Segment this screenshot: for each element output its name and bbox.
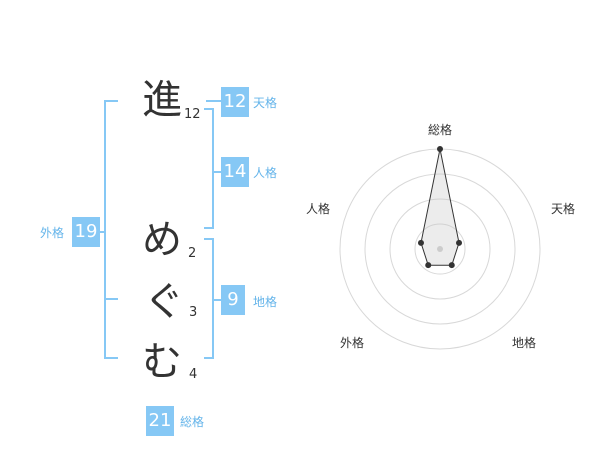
- chikaku-value-box: 9: [221, 285, 245, 315]
- stroke-count-1: 12: [184, 107, 201, 122]
- axis-label-jinkaku: 人格: [306, 201, 330, 216]
- radar-ring: [389, 198, 491, 300]
- name-char-4: む: [142, 339, 182, 385]
- chikaku-bracket-bottom: [204, 357, 214, 359]
- radar-point-3: [425, 262, 432, 269]
- jinkaku-bracket-top: [204, 108, 214, 110]
- gaikaku-bracket-stub: [98, 231, 106, 233]
- chikaku-bracket-top: [204, 238, 214, 240]
- gaikaku-value-box: 19: [72, 217, 100, 247]
- stroke-count-4: 4: [189, 367, 198, 382]
- radar-center-dot: [437, 246, 443, 252]
- radar-ring: [414, 223, 466, 275]
- tenkaku-value-box: 12: [221, 87, 249, 117]
- gaikaku-bracket-mid: [104, 298, 118, 300]
- stroke-count-3: 3: [189, 305, 198, 320]
- tenkaku-connector: [206, 100, 222, 102]
- jinkaku-label: 人格: [253, 166, 278, 180]
- jinkaku-bracket-stub: [212, 171, 222, 173]
- radar-ring: [364, 173, 516, 325]
- stroke-count-2: 2: [188, 246, 197, 261]
- gaikaku-label: 外格: [40, 226, 65, 240]
- radar-area: [420, 148, 460, 266]
- jinkaku-bracket-bottom: [204, 227, 214, 229]
- radar-point-4: [417, 239, 424, 246]
- gaikaku-bracket-bottom: [104, 357, 118, 359]
- name-char-2: め: [142, 217, 182, 263]
- radar-point-1: [456, 239, 463, 246]
- chikaku-bracket-vertical: [212, 238, 214, 359]
- name-char-1: 進: [142, 77, 182, 123]
- axis-label-gaikaku: 外格: [340, 335, 364, 350]
- name-char-3: ぐ: [144, 279, 184, 325]
- soukaku-value-box: 21: [146, 406, 174, 436]
- gaikaku-bracket-top: [104, 100, 118, 102]
- chikaku-label: 地格: [253, 295, 278, 309]
- axis-label-chikaku: 地格: [512, 335, 536, 350]
- jinkaku-bracket-vertical: [212, 108, 214, 229]
- gaikaku-bracket-vertical: [104, 100, 106, 359]
- radar-points: [417, 146, 463, 269]
- tenkaku-label: 天格: [253, 96, 278, 110]
- radar-point-0: [437, 146, 443, 152]
- soukaku-label: 総格: [180, 415, 205, 429]
- chikaku-bracket-stub: [212, 299, 222, 301]
- axis-label-soukaku: 総格: [428, 122, 452, 137]
- radar-point-2: [448, 262, 455, 269]
- jinkaku-value-box: 14: [221, 157, 249, 187]
- axis-label-tenkaku: 天格: [551, 201, 575, 216]
